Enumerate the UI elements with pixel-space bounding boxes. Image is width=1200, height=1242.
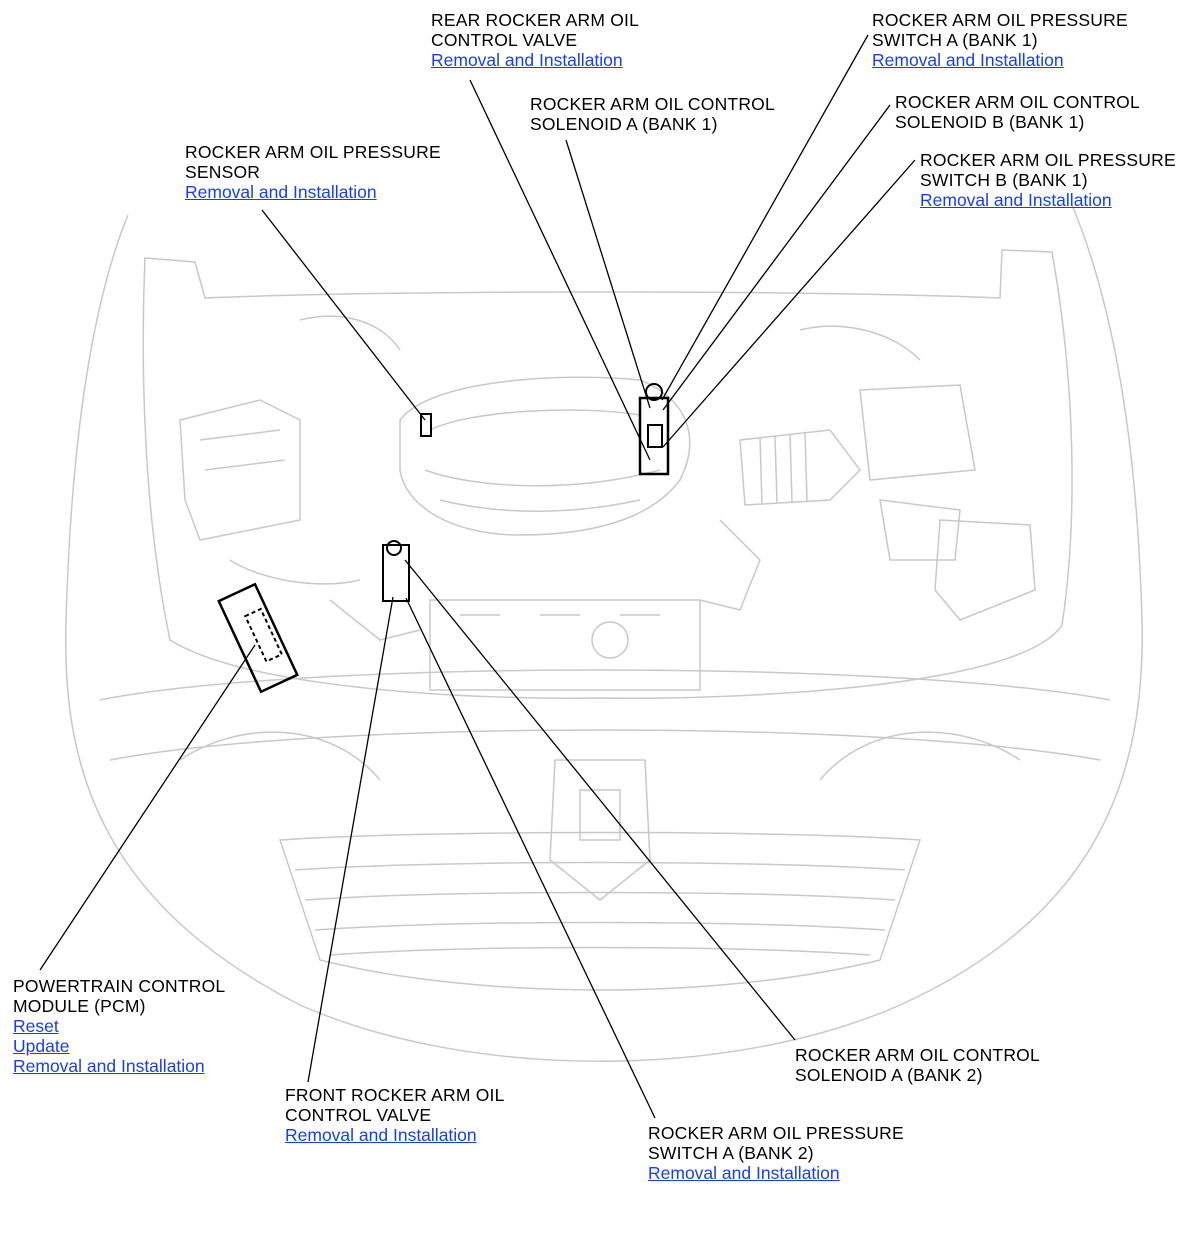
removal-installation-link[interactable]: Removal and Installation <box>185 182 377 202</box>
callout-title: REAR ROCKER ARM OIL <box>431 10 640 30</box>
callout-title: ROCKER ARM OIL CONTROL <box>530 94 775 114</box>
removal-installation-link[interactable]: Removal and Installation <box>285 1125 477 1145</box>
callout-solenoid-a-bank1: ROCKER ARM OIL CONTROL SOLENOID A (BANK … <box>530 94 775 134</box>
pcm-part <box>217 582 299 694</box>
callout-title: SOLENOID A (BANK 2) <box>795 1065 983 1085</box>
callout-title: ROCKER ARM OIL PRESSURE <box>185 142 441 162</box>
callout-pressure-switch-b-bank1: ROCKER ARM OIL PRESSURE SWITCH B (BANK 1… <box>920 150 1176 210</box>
callout-pressure-switch-a-bank1: ROCKER ARM OIL PRESSURE SWITCH A (BANK 1… <box>872 10 1128 70</box>
hood-opening <box>142 249 1073 699</box>
callout-title: ROCKER ARM OIL CONTROL <box>895 92 1140 112</box>
leader-line <box>661 34 869 401</box>
oil-pressure-sensor-part <box>420 413 432 437</box>
battery-area <box>179 399 301 541</box>
callout-title: SWITCH A (BANK 2) <box>648 1143 814 1163</box>
callout-title: MODULE (PCM) <box>13 996 146 1016</box>
leader-line <box>469 79 651 461</box>
leader-line <box>565 139 651 409</box>
leader-line <box>39 644 256 971</box>
leader-line <box>662 159 916 448</box>
leader-line <box>261 209 426 421</box>
leader-line <box>405 597 656 1119</box>
callout-title: SWITCH A (BANK 1) <box>872 30 1038 50</box>
callout-title: CONTROL VALVE <box>431 30 578 50</box>
removal-installation-link[interactable]: Removal and Installation <box>872 50 1064 70</box>
removal-installation-link[interactable]: Removal and Installation <box>648 1163 840 1183</box>
bank2-solenoid-part <box>382 544 410 602</box>
callout-title: ROCKER ARM OIL PRESSURE <box>920 150 1176 170</box>
engine-cover <box>399 376 691 536</box>
callout-solenoid-b-bank1: ROCKER ARM OIL CONTROL SOLENOID B (BANK … <box>895 92 1140 132</box>
removal-installation-link[interactable]: Removal and Installation <box>13 1056 205 1076</box>
callout-front-rocker-arm-valve: FRONT ROCKER ARM OIL CONTROL VALVE Remov… <box>285 1085 505 1145</box>
callout-title: POWERTRAIN CONTROL <box>13 976 226 996</box>
reset-link[interactable]: Reset <box>13 1016 59 1036</box>
removal-installation-link[interactable]: Removal and Installation <box>920 190 1112 210</box>
callout-title: SENSOR <box>185 162 261 182</box>
callout-title: SOLENOID A (BANK 1) <box>530 114 718 134</box>
callout-title: ROCKER ARM OIL PRESSURE <box>872 10 1128 30</box>
update-link[interactable]: Update <box>13 1036 70 1056</box>
callout-title: SOLENOID B (BANK 1) <box>895 112 1085 132</box>
callout-pcm: POWERTRAIN CONTROL MODULE (PCM) Reset Up… <box>13 976 225 1076</box>
leader-line <box>404 559 796 1041</box>
callout-title: SWITCH B (BANK 1) <box>920 170 1088 190</box>
air-box <box>859 384 976 481</box>
callout-rear-rocker-arm-valve: REAR ROCKER ARM OIL CONTROL VALVE Remova… <box>431 10 639 70</box>
callout-title: ROCKER ARM OIL PRESSURE <box>648 1123 904 1143</box>
removal-installation-link[interactable]: Removal and Installation <box>431 50 623 70</box>
leader-line <box>662 104 891 411</box>
callout-pressure-sensor: ROCKER ARM OIL PRESSURE SENSOR Removal a… <box>185 142 441 202</box>
callout-title: CONTROL VALVE <box>285 1105 432 1125</box>
leader-line <box>307 596 394 1083</box>
callout-title: ROCKER ARM OIL CONTROL <box>795 1045 1040 1065</box>
callout-solenoid-a-bank2: ROCKER ARM OIL CONTROL SOLENOID A (BANK … <box>795 1045 1040 1085</box>
grille <box>278 831 922 991</box>
intake-hose <box>739 429 861 506</box>
callout-pressure-switch-a-bank2: ROCKER ARM OIL PRESSURE SWITCH A (BANK 2… <box>648 1123 904 1183</box>
callout-title: FRONT ROCKER ARM OIL <box>285 1085 505 1105</box>
bank1-solenoid-part <box>638 396 670 476</box>
car-body-outline <box>64 204 1143 1062</box>
